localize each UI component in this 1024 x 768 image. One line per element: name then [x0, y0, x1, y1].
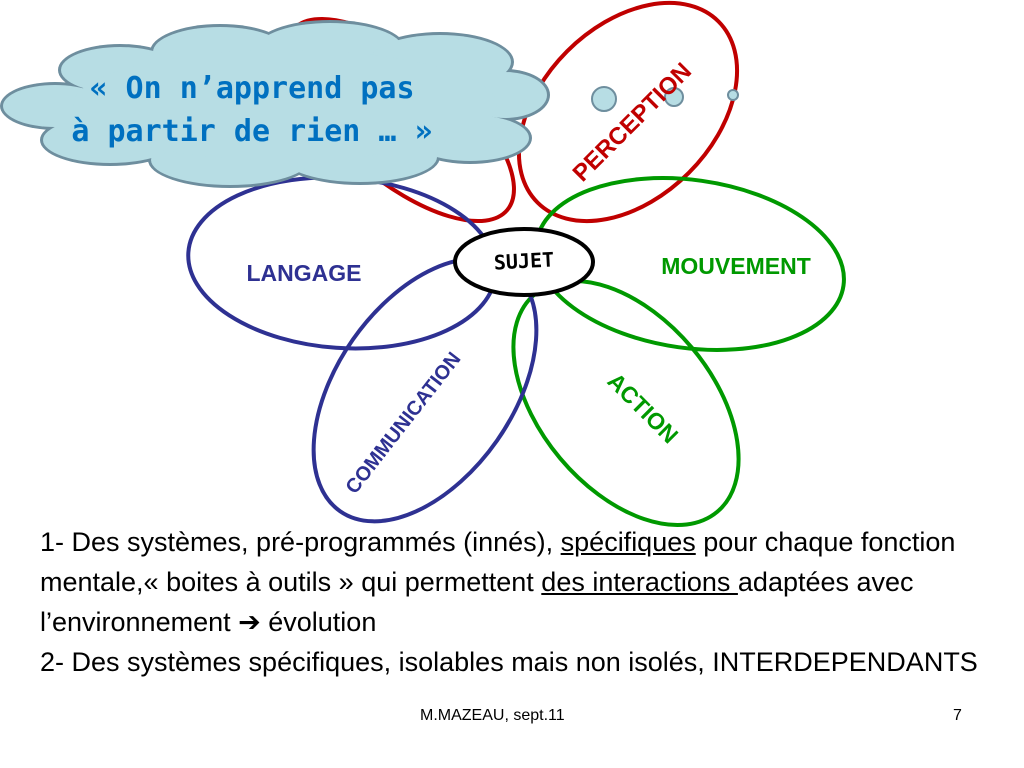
- body-text: 1- Des systèmes, pré-programmés (innés),…: [40, 522, 1000, 682]
- footer-author: M.MAZEAU, sept.11: [420, 707, 565, 724]
- label-perception: PERCEPTION: [568, 58, 697, 187]
- petal-perception: [516, 0, 740, 224]
- underlined-specifiques: spécifiques: [560, 527, 696, 557]
- bubble-trail-circle-large: [591, 86, 617, 112]
- label-action: ACTION: [603, 368, 684, 449]
- underlined-des-interactions: des interactions: [541, 567, 738, 597]
- paragraph-2: 2- Des systèmes spécifiques, isolables m…: [40, 647, 978, 677]
- paragraph-1: 1- Des systèmes, pré-programmés (innés),…: [40, 527, 956, 637]
- bubble-line-2: à partir de rien … »: [71, 114, 432, 149]
- bubble-trail-circle-small: [727, 89, 739, 101]
- label-mouvement: MOUVEMENT: [661, 253, 811, 279]
- arrow-icon: ➔: [238, 607, 261, 637]
- page-number: 7: [953, 707, 962, 724]
- center-sujet: [453, 227, 595, 297]
- label-langage: LANGAGE: [247, 260, 362, 286]
- label-communication: COMMUNICATION: [342, 348, 466, 498]
- thought-cloud: [0, 20, 550, 188]
- bubble-trail-circle-medium: [664, 87, 684, 107]
- bubble-line-1: « On n’apprend pas: [89, 71, 414, 106]
- center-sujet-label: SUJET: [493, 247, 554, 274]
